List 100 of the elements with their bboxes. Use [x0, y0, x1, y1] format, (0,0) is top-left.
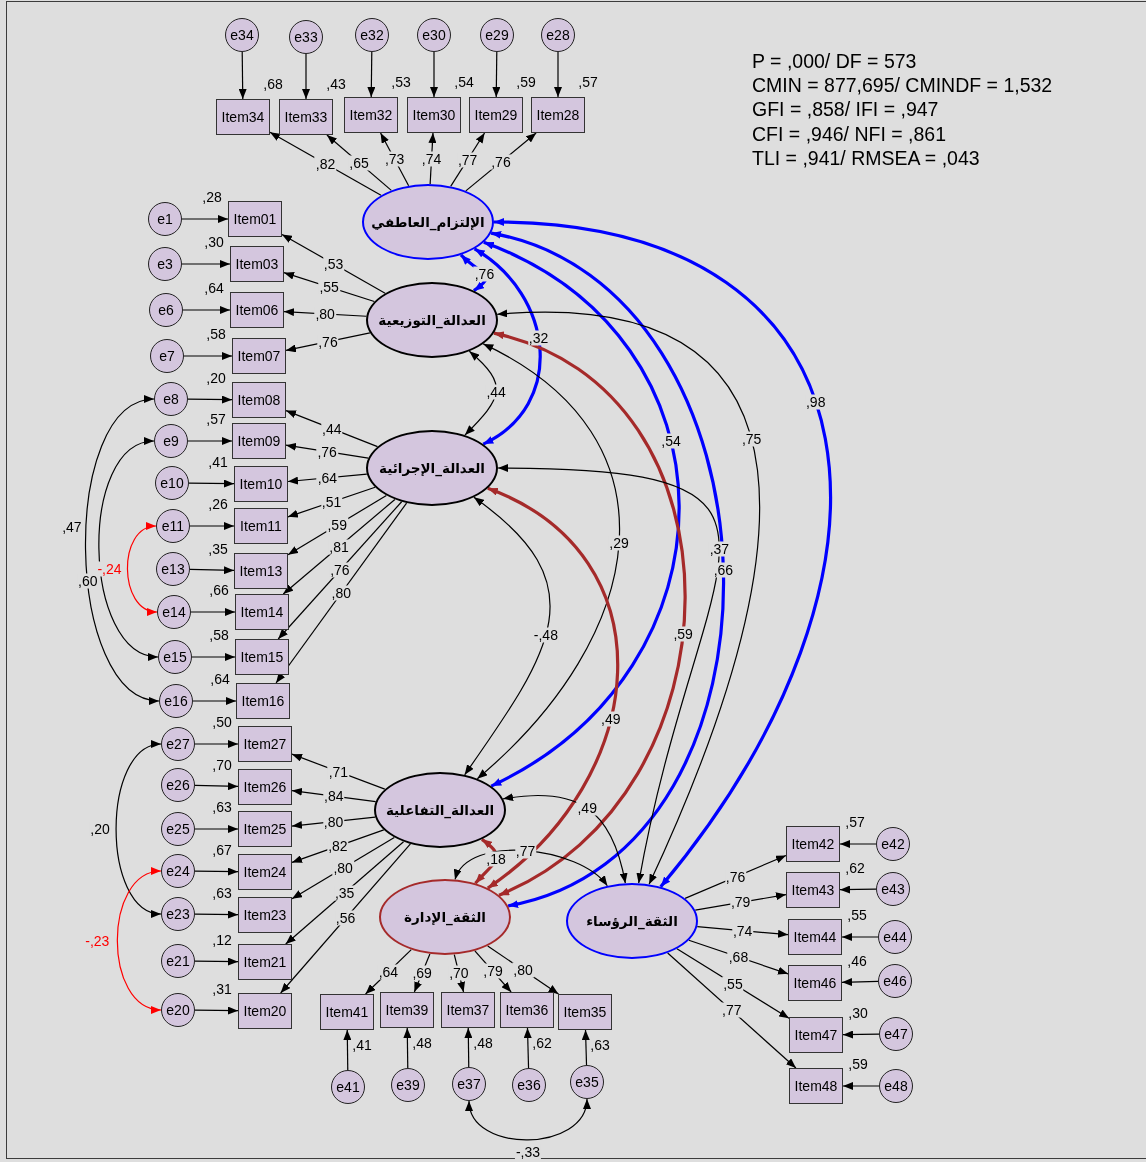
item-box: Item47: [789, 1017, 843, 1053]
edge-label: ,55: [722, 976, 744, 992]
arrow: [367, 51, 376, 98]
arrow: [181, 215, 229, 223]
value-label: ,54: [454, 74, 474, 90]
item-box: Item08: [232, 382, 286, 418]
covariance-arc: [464, 350, 497, 436]
item-box: Item25: [238, 811, 292, 847]
item-box: Item06: [230, 292, 284, 328]
value-label: ,30: [848, 1005, 868, 1021]
edge-label: ,18: [485, 851, 507, 867]
edge-label: ,98: [804, 394, 827, 410]
edge-label: ,60: [77, 573, 99, 589]
edge-label: ,51: [320, 494, 343, 510]
arrow: [684, 854, 787, 899]
covariance-arc: [474, 838, 499, 885]
item-box: Item46: [788, 965, 842, 1001]
covariance-arc: [490, 231, 725, 908]
covariance-arc: [116, 869, 162, 1012]
fit-statistic: CFI = ,946/ NFI = ,861: [752, 122, 946, 145]
item-box: Item33: [279, 99, 333, 135]
item-box: Item09: [232, 423, 286, 459]
arrow: [676, 948, 790, 1019]
arrow: [187, 395, 233, 404]
arrow: [282, 498, 396, 595]
edge-label: ,82: [314, 156, 337, 172]
value-label: ,35: [208, 541, 228, 557]
value-label: ,59: [848, 1056, 868, 1072]
edge-label: ,47: [61, 519, 83, 535]
value-label: ,48: [412, 1035, 432, 1051]
value-label: ,57: [578, 74, 598, 90]
value-label: ,64: [210, 671, 230, 687]
value-label: ,64: [204, 280, 224, 296]
item-box: Item16: [236, 683, 290, 719]
edge-label: ,59: [326, 517, 348, 533]
arrow: [194, 957, 239, 966]
item-box: Item29: [469, 97, 523, 133]
arrow: [474, 950, 512, 993]
edge-label: ,77: [456, 152, 479, 168]
arrow: [453, 954, 466, 993]
item-box: Item01: [228, 201, 282, 237]
arrow: [302, 53, 310, 100]
arrow: [194, 910, 239, 919]
value-label: ,12: [212, 932, 232, 948]
edge-label: ,73: [383, 151, 406, 167]
item-box: Item15: [235, 639, 289, 675]
edge-label: ,70: [448, 965, 470, 981]
arrow: [183, 352, 233, 360]
arrow: [190, 608, 236, 616]
edge-label: -,48: [532, 627, 559, 643]
arrow: [285, 332, 371, 353]
item-box: Item48: [789, 1068, 843, 1104]
arrow: [492, 51, 501, 98]
value-label: ,66: [209, 582, 229, 598]
edge-label: ,44: [485, 384, 507, 400]
value-label: ,63: [590, 1037, 610, 1053]
edge-label: ,59: [672, 626, 694, 642]
arrow: [194, 1006, 239, 1015]
value-label: ,63: [212, 885, 232, 901]
value-label: ,70: [212, 757, 232, 773]
arrow: [450, 132, 486, 187]
edge-label: ,49: [576, 800, 598, 816]
edge-label: ,80: [314, 306, 336, 322]
edge-label: ,68: [727, 949, 750, 965]
edge-label: ,20: [89, 821, 111, 837]
arrow: [285, 841, 405, 945]
value-label: ,62: [845, 860, 865, 876]
arrow: [523, 1027, 532, 1069]
arrow: [280, 843, 412, 994]
covariance-arc: [502, 793, 628, 884]
edge-label: ,74: [731, 923, 754, 939]
arrow: [554, 51, 562, 98]
edge-label: ,76: [316, 444, 338, 460]
item-box: Item32: [344, 97, 398, 133]
item-box: Item41: [320, 994, 374, 1030]
arrow: [403, 1027, 412, 1069]
arrow: [291, 753, 386, 790]
arrow: [285, 410, 379, 448]
arrow: [283, 271, 375, 303]
covariance-arc: [493, 331, 687, 897]
value-label: ,57: [845, 814, 865, 830]
item-box: Item11: [234, 508, 288, 544]
item-box: Item21: [238, 944, 292, 980]
value-label: ,55: [847, 907, 867, 923]
edge-label: ,56: [334, 911, 357, 926]
edge-label: ,69: [411, 965, 433, 981]
edge-label: ,76: [473, 266, 496, 282]
edge-label: ,80: [332, 860, 354, 876]
item-box: Item20: [238, 993, 292, 1029]
edge-label: ,76: [724, 869, 747, 885]
covariance-arc: [486, 486, 619, 890]
arrow: [285, 442, 369, 459]
value-label: ,41: [208, 454, 228, 470]
item-box: Item26: [238, 769, 292, 805]
value-label: ,58: [206, 326, 226, 342]
edge-label: ,37: [708, 541, 731, 557]
edge-label: ,49: [600, 711, 622, 727]
item-box: Item13: [234, 553, 288, 589]
item-box: Item34: [216, 99, 270, 135]
covariance-arc: [497, 464, 720, 884]
